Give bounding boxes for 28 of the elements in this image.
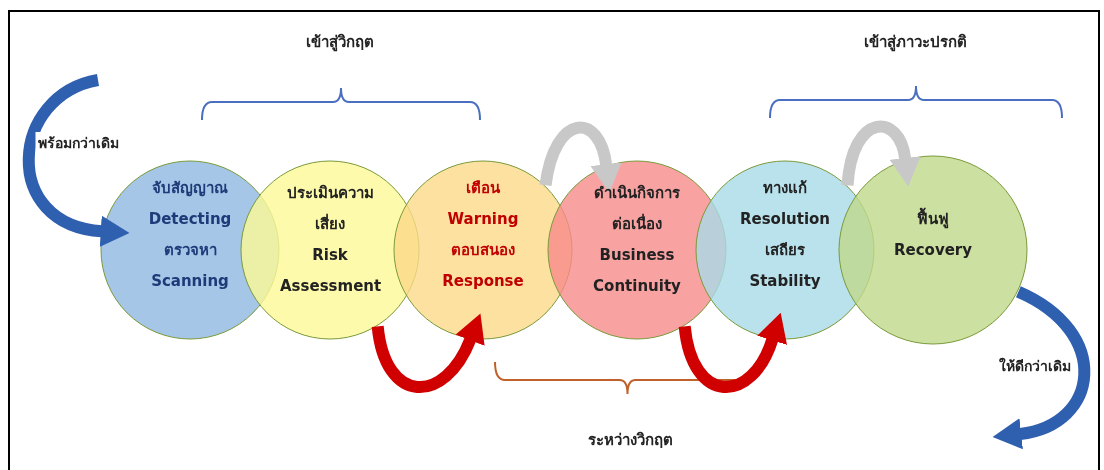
phase-label: เข้าสู่ภาวะปรกติ bbox=[863, 32, 967, 54]
phase-label: ระหว่างวิกฤต bbox=[587, 430, 673, 451]
curved-arrow bbox=[993, 286, 1091, 449]
english-label: Risk Assessment bbox=[280, 245, 380, 297]
curved-arrow bbox=[371, 314, 485, 393]
curved-arrow bbox=[678, 313, 787, 393]
thai-label: ฟื้นฟู bbox=[838, 209, 1028, 229]
english-label: Warning bbox=[446, 209, 520, 229]
english-label: Stability bbox=[748, 271, 822, 291]
thai-label: เสถียร bbox=[764, 240, 806, 260]
english-label: Detecting bbox=[147, 209, 233, 229]
curved-arrow bbox=[539, 121, 622, 193]
thai-label: ดำเนินกิจการต่อเนื่อง bbox=[593, 183, 681, 235]
curved-arrow bbox=[22, 74, 130, 247]
thai-label: ตรวจหา bbox=[162, 240, 218, 260]
english-label: Scanning bbox=[150, 271, 230, 291]
thai-label: ทางแก้ bbox=[762, 178, 808, 198]
english-label: Response bbox=[441, 271, 525, 291]
thai-label: ตอบสนอง bbox=[450, 240, 516, 260]
thai-label: เตือน bbox=[465, 178, 501, 198]
thai-label: ประเมินความเสี่ยง bbox=[285, 183, 375, 235]
english-label: Business Continuity bbox=[592, 245, 682, 297]
english-label: Recovery bbox=[892, 240, 973, 260]
curved-arrow bbox=[841, 120, 921, 187]
stage-circle bbox=[838, 155, 1028, 345]
english-label: Resolution bbox=[738, 209, 832, 229]
phase-label: เข้าสู่วิกฤต bbox=[306, 32, 374, 54]
thai-label: จับสัญญาณ bbox=[151, 178, 229, 198]
